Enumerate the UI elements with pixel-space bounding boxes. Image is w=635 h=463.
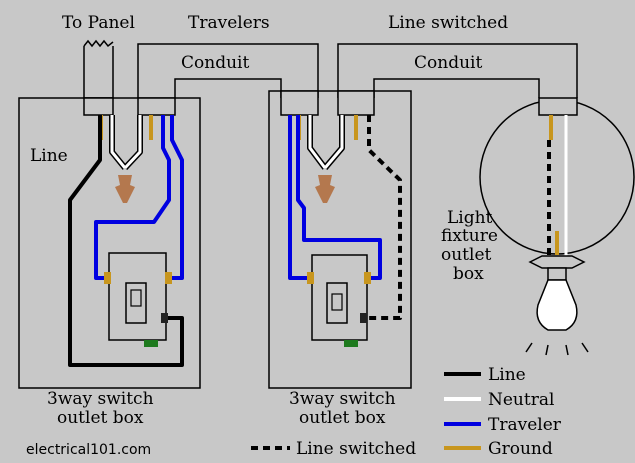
box2-switch — [307, 254, 371, 347]
box2-terminal-left — [307, 272, 314, 284]
light-fixture-label-4: box — [453, 264, 484, 284]
line-switched-top-label: Line switched — [388, 13, 508, 33]
box1-wirenut — [115, 175, 135, 203]
legend-label-traveler: Traveler — [488, 415, 562, 435]
light-fixture-box — [479, 99, 635, 255]
box1-caption-2: outlet box — [57, 408, 144, 428]
conduit-panel — [83, 39, 114, 99]
legend: Line Neutral Traveler Ground Line switch… — [251, 365, 562, 459]
conduit-left — [137, 43, 319, 98]
light-fixture-label-2: fixture — [441, 226, 498, 246]
box2-caption-1: 3way switch — [289, 389, 396, 409]
box2-terminal-right — [364, 272, 371, 284]
line-label: Line — [30, 146, 68, 166]
box1-ground-terminal — [144, 340, 158, 347]
box2-neutral-wires — [307, 115, 345, 170]
to-panel-label: To Panel — [62, 13, 135, 33]
box2-connector-left — [280, 90, 319, 116]
box1-caption-1: 3way switch — [47, 389, 154, 409]
travelers-label: Travelers — [188, 13, 270, 33]
fixture-connector — [538, 97, 578, 116]
box2-wirenut — [315, 175, 335, 203]
box1-line-wire — [68, 115, 184, 367]
box1-connector-conduit — [137, 97, 176, 116]
box1-neutral-wires — [109, 115, 143, 171]
box2-terminal-common — [360, 313, 367, 323]
legend-label-line-switched: Line switched — [296, 439, 416, 459]
light-fixture-label-1: Light — [447, 208, 493, 228]
legend-label-neutral: Neutral — [488, 390, 554, 410]
conduit-right — [337, 43, 578, 98]
legend-label-line: Line — [488, 365, 526, 385]
box1-terminal-left — [104, 272, 111, 284]
box1-terminal-common — [161, 313, 168, 323]
box2-traveler-wires — [288, 115, 382, 280]
conduit-right-label: Conduit — [414, 53, 482, 73]
box2-ground-terminal — [344, 340, 358, 347]
legend-label-ground: Ground — [488, 439, 553, 459]
box1-switch — [104, 252, 172, 347]
box1-terminal-right — [165, 272, 172, 284]
light-bulb-icon — [525, 255, 589, 356]
watermark: electrical101.com — [26, 442, 151, 458]
box1-traveler-wires — [94, 115, 184, 280]
light-fixture-label-3: outlet — [441, 245, 492, 265]
conduit-left-label: Conduit — [181, 53, 249, 73]
box1-connector-panel — [83, 97, 114, 116]
box2-line-switched-wire — [367, 115, 402, 320]
box2-caption-2: outlet box — [299, 408, 386, 428]
box2-connector-right — [337, 90, 375, 116]
